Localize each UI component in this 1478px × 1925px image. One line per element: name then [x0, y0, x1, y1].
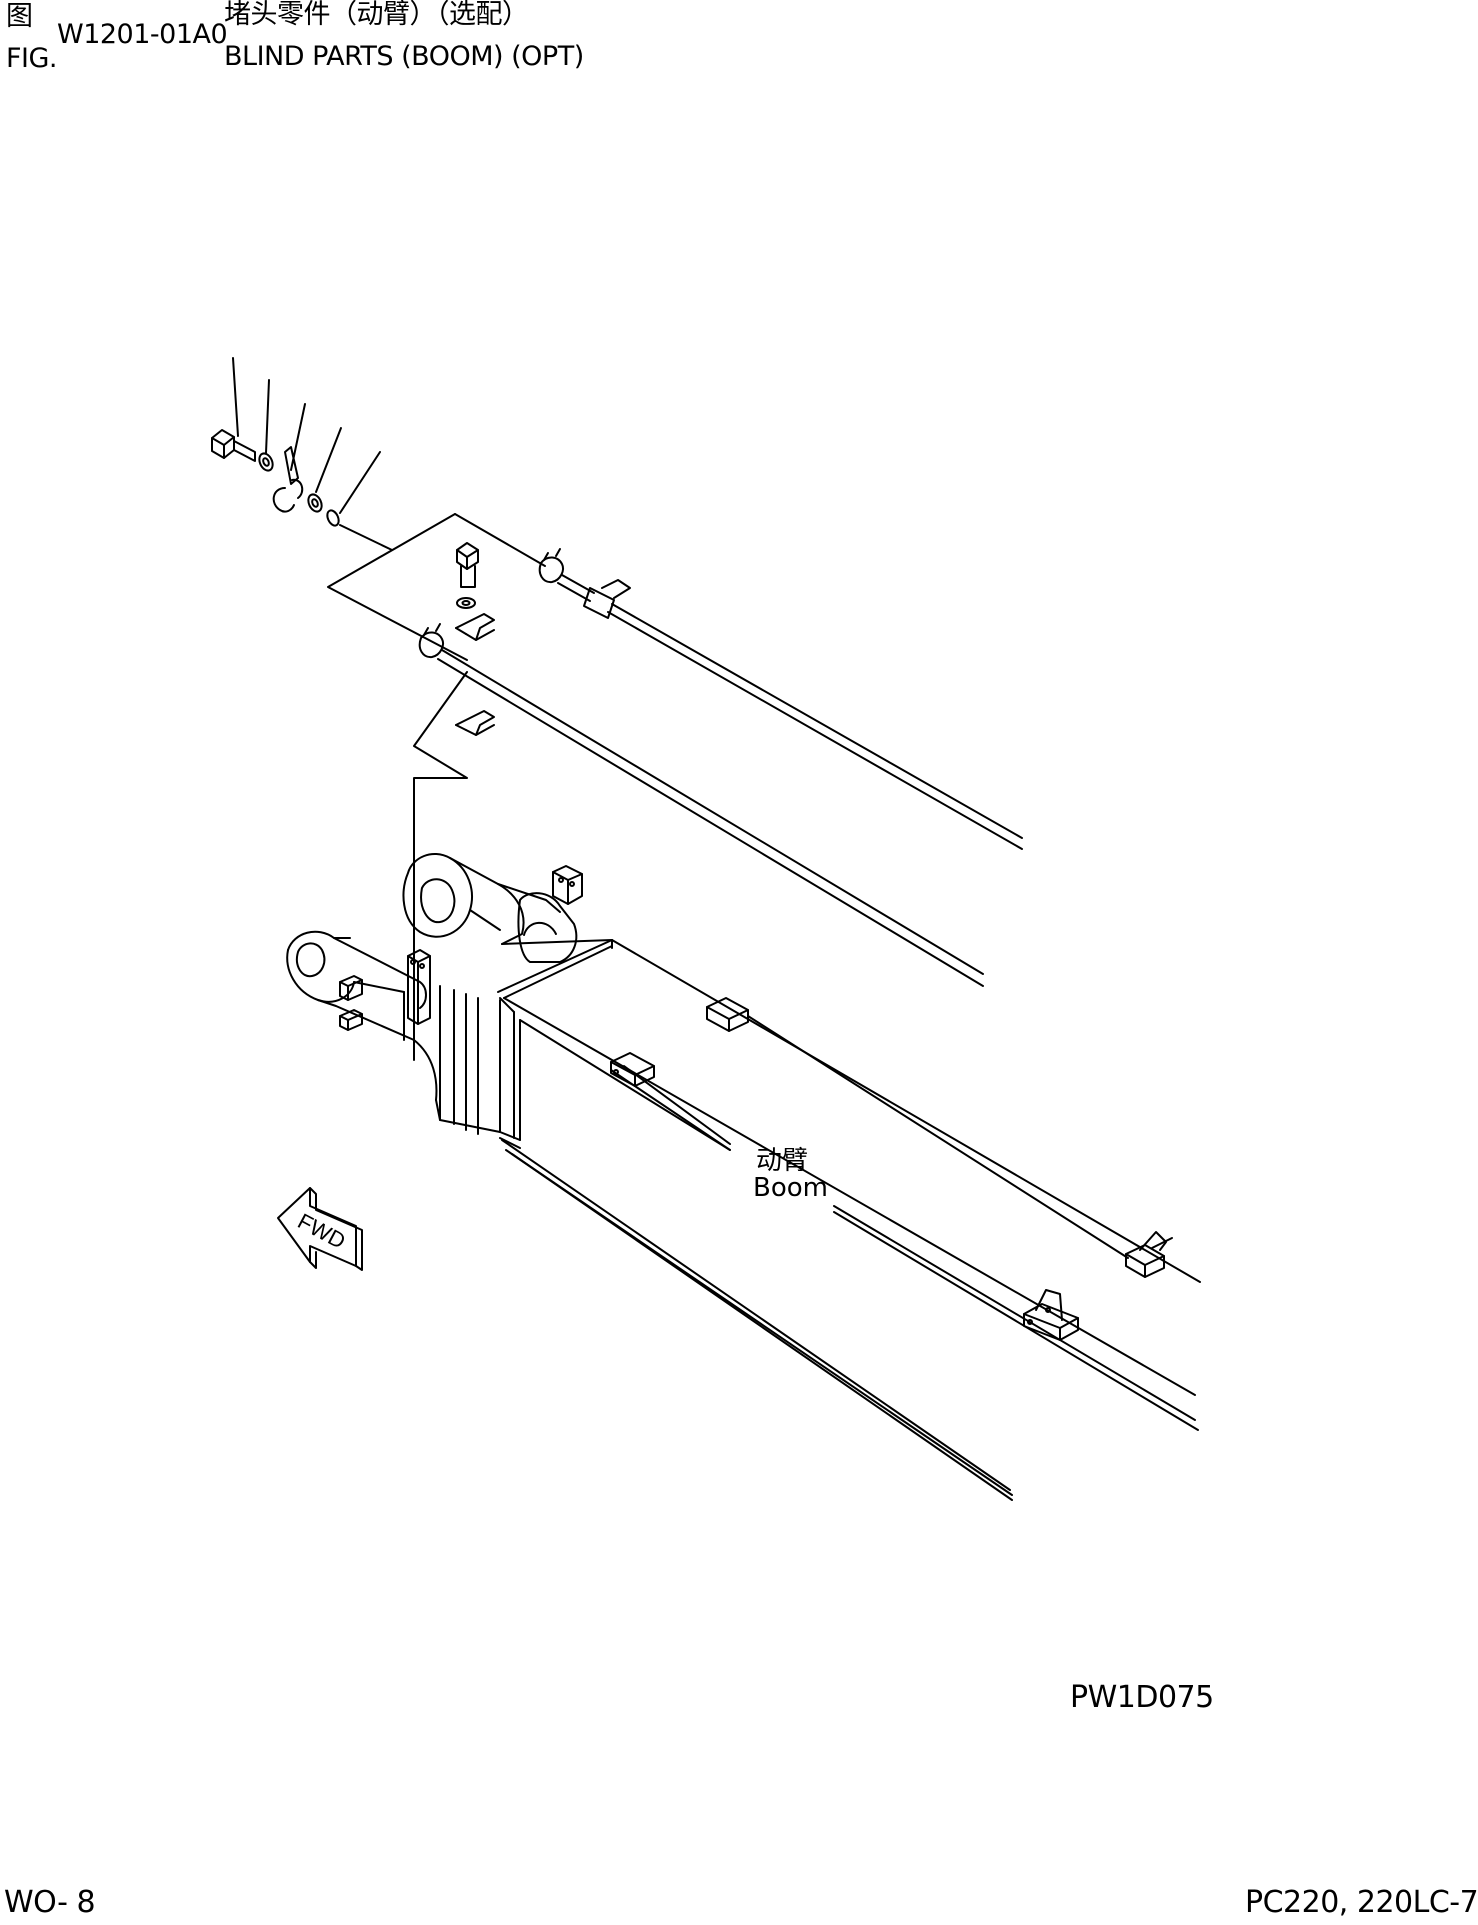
fig-label-en: FIG.	[6, 43, 58, 74]
callout-frame	[328, 514, 545, 1060]
fwd-label: FWD	[294, 1208, 350, 1254]
lower-pipe	[420, 624, 983, 986]
upper-pipe	[540, 549, 1022, 849]
bracket-clip-2	[456, 711, 494, 735]
clamp-part	[274, 447, 303, 512]
boom-foot	[287, 854, 576, 1132]
fig-number: W1201-01A0	[57, 19, 228, 50]
boom-hose-run	[611, 1016, 1128, 1258]
lock-washer-part	[306, 492, 324, 513]
fwd-arrow-icon	[278, 1188, 362, 1270]
boom-clip-side	[408, 950, 430, 1024]
boom-label-cn: 动臂	[756, 1146, 809, 1176]
leader-lines	[233, 358, 392, 550]
title-en: BLIND PARTS (BOOM) (OPT)	[224, 41, 584, 72]
drawing-code: PW1D075	[1070, 1680, 1214, 1715]
boom-clip-top	[553, 866, 582, 904]
title-cn: 堵头零件（动臂）（选配）	[224, 0, 529, 30]
bolt-part	[212, 430, 255, 461]
fig-label-cn: 图	[6, 1, 33, 32]
bracket-clip-1	[456, 614, 494, 640]
page-number: WO- 8	[4, 1885, 96, 1920]
washer-part-2	[457, 598, 475, 608]
boom-far-clip-1	[1126, 1232, 1172, 1277]
washer-part	[257, 451, 275, 472]
boom-main-box	[440, 940, 1200, 1500]
boom-far-clip-2	[1024, 1290, 1078, 1340]
mounting-bolt	[457, 543, 478, 587]
boom-label-en: Boom	[753, 1173, 828, 1203]
boom-top-block-1	[707, 998, 748, 1031]
model-number: PC220, 220LC-7	[1245, 1885, 1478, 1920]
o-ring-part	[325, 509, 341, 528]
